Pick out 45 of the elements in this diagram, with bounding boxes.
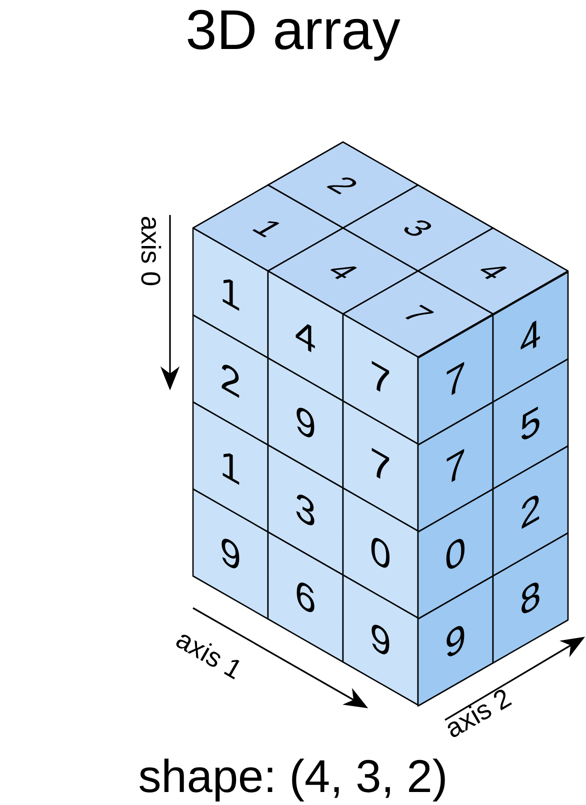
front-face-cell	[192, 401, 269, 533]
cell-value: 1	[220, 440, 242, 494]
cell-value: 6	[294, 570, 316, 624]
cell-value: 8	[520, 570, 542, 626]
cell-value: 9	[444, 614, 466, 668]
caption: shape: (4, 3, 2)	[137, 749, 449, 804]
front-face-cell	[192, 314, 269, 446]
right-face-cell	[492, 445, 569, 577]
front-face-cell	[192, 488, 269, 620]
cell-value: 7	[444, 352, 466, 408]
cell-value: 4	[294, 308, 316, 364]
cell-value: 2	[220, 352, 242, 408]
cell-value: 1	[220, 266, 242, 320]
front-face-cell	[342, 400, 419, 532]
cell-value: 3	[394, 214, 442, 242]
axis-label: axis 0	[135, 216, 166, 286]
cell-value: 4	[319, 257, 367, 285]
cell-value: 9	[220, 526, 242, 582]
front-face-cell	[267, 531, 344, 663]
cell-value: 4	[469, 257, 517, 285]
front-face-cell	[267, 444, 344, 576]
cell-value: 9	[370, 612, 392, 668]
front-face-cell	[267, 357, 344, 489]
right-face-cell	[417, 488, 494, 620]
cell-value: 0	[370, 526, 392, 580]
cell-value: 2	[520, 484, 542, 538]
cell-value: 7	[394, 300, 442, 328]
right-face-cell	[492, 358, 569, 490]
cell-value: 2	[319, 171, 367, 199]
title: 3D array	[184, 0, 402, 62]
right-face-cell	[492, 532, 569, 664]
cell-value: 0	[444, 526, 466, 582]
cell-value: 3	[294, 482, 316, 538]
cell-value: 4	[520, 310, 542, 364]
cell-value: 7	[444, 440, 466, 494]
cell-value: 7	[370, 352, 392, 406]
axis-label: axis 2	[440, 682, 516, 744]
cell-value: 7	[370, 438, 392, 494]
right-face-cell	[417, 401, 494, 533]
cell-value: 1	[244, 214, 292, 242]
axis-label: axis 1	[171, 624, 248, 686]
front-face-cell	[342, 574, 419, 706]
front-face-cell	[342, 487, 419, 619]
cell-value: 5	[520, 396, 542, 452]
cell-value: 9	[294, 396, 316, 450]
